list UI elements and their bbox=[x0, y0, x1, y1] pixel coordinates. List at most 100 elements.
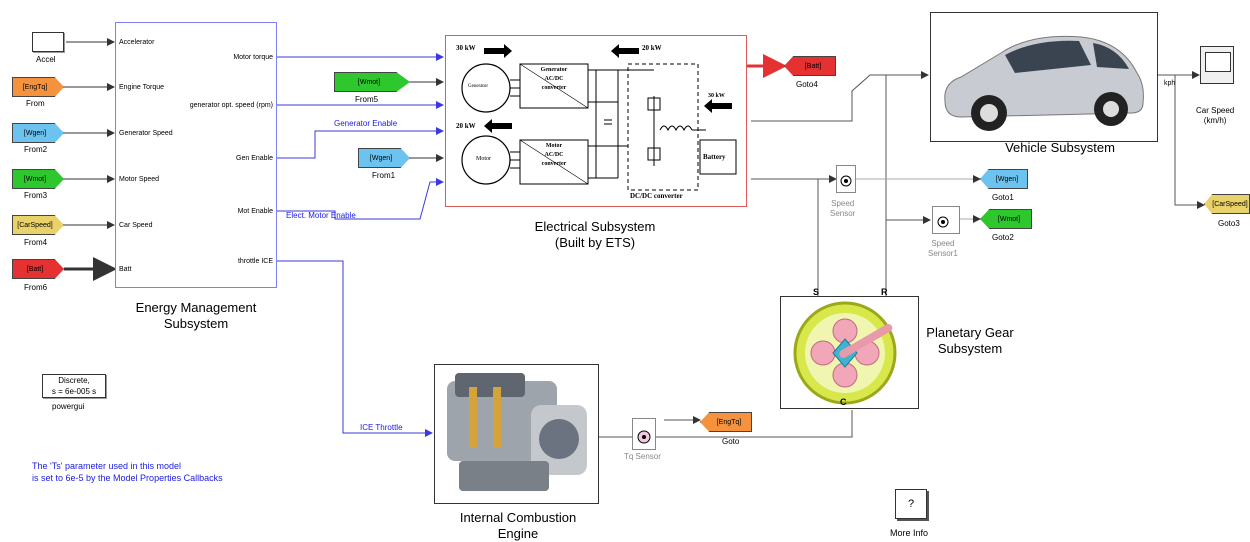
electrical-schematic bbox=[446, 36, 746, 206]
accel-block[interactable] bbox=[32, 32, 64, 52]
from-wmot-tag[interactable]: [Wmot] bbox=[12, 169, 64, 189]
speed-sensor1-label: Speed Sensor1 bbox=[928, 239, 958, 259]
elec-dcdc-label: DC/DC converter bbox=[630, 192, 683, 200]
goto2-label: Goto2 bbox=[992, 233, 1014, 242]
speed-sensor1-l1: Speed bbox=[928, 239, 958, 249]
scope-label-l2: (km/h) bbox=[1196, 116, 1234, 126]
powergui-label: powergui bbox=[52, 402, 84, 411]
ems-in-car-speed: Car Speed bbox=[119, 222, 152, 229]
ems-title-line2: Subsystem bbox=[116, 316, 276, 332]
ems-in-generator-speed: Generator Speed bbox=[119, 130, 173, 137]
from-batt-tag[interactable]: [Batt] bbox=[12, 259, 64, 279]
planetary-port-s: S bbox=[813, 287, 819, 297]
ts-note-line2: is set to 6e-5 by the Model Properties C… bbox=[32, 473, 223, 483]
ts-note-line1: The 'Ts' parameter used in this model bbox=[32, 461, 181, 471]
ems-in-batt: Batt bbox=[119, 266, 131, 273]
elec-battery-label: Battery bbox=[703, 153, 726, 161]
elec-30kw-left: 30 kW bbox=[456, 44, 476, 52]
from-wgen-tag[interactable]: [Wgen] bbox=[12, 123, 64, 143]
ems-output-wires bbox=[277, 57, 443, 433]
ems-out-throttle-ice: throttle ICE bbox=[238, 258, 273, 265]
goto1-wgen-tag[interactable]: [Wgen] bbox=[980, 169, 1028, 189]
elec-20kw-top: 20 kW bbox=[642, 44, 662, 52]
speed-sensor-label: Speed Sensor bbox=[830, 199, 855, 219]
goto3-carspeed-tag[interactable]: [CarSpeed] bbox=[1204, 194, 1250, 214]
planetary-title-l1: Planetary Gear bbox=[920, 325, 1020, 341]
gen-conv-l3: converter bbox=[532, 84, 576, 93]
elec-20kw-motor: 20 kW bbox=[456, 122, 476, 130]
planetary-gear-block[interactable] bbox=[780, 296, 919, 409]
from-engtq-label: From bbox=[26, 99, 45, 108]
ems-title-line1: Energy Management bbox=[116, 300, 276, 316]
more-info-button[interactable]: ? bbox=[895, 489, 927, 519]
ems-input-wires bbox=[64, 42, 114, 269]
goto-engtq-tag[interactable]: [EngTq] bbox=[700, 412, 752, 432]
from-carspeed-tag[interactable]: [CarSpeed] bbox=[12, 215, 64, 235]
vehicle-kph-port: kph bbox=[1164, 80, 1175, 87]
speed-sensor-block[interactable] bbox=[836, 165, 856, 193]
ice-block[interactable] bbox=[434, 364, 599, 504]
from1-label: From1 bbox=[372, 171, 395, 180]
ems-out-gen-enable: Gen Enable bbox=[236, 155, 273, 162]
elec-gen-converter: Generator AC/DC converter bbox=[532, 66, 576, 93]
electrical-subsystem-block[interactable]: 30 kW 20 kW 20 kW 30 kW Generator Genera… bbox=[445, 35, 747, 207]
ice-title-l1: Internal Combustion bbox=[418, 510, 618, 526]
speed-sensor-l2: Sensor bbox=[830, 209, 855, 219]
speed-sensor1-block[interactable] bbox=[932, 206, 960, 234]
gen-conv-l2: AC/DC bbox=[532, 75, 576, 84]
planetary-port-r: R bbox=[881, 287, 888, 297]
ice-throttle-signal-label: ICE Throttle bbox=[360, 423, 403, 432]
scope-label-l1: Car Speed bbox=[1196, 106, 1234, 116]
vehicle-title: Vehicle Subsystem bbox=[960, 140, 1160, 156]
powergui-line1: Discrete, bbox=[43, 375, 105, 386]
from1-wgen-tag[interactable]: [Wgen] bbox=[358, 148, 410, 168]
electrical-title: Electrical Subsystem (Built by ETS) bbox=[470, 219, 720, 251]
engine-image bbox=[435, 365, 598, 503]
elec-generator-label: Generator bbox=[468, 84, 488, 89]
gen-enable-signal-label: Generator Enable bbox=[334, 119, 397, 128]
elec-mot-converter: Motor AC/DC converter bbox=[532, 142, 576, 169]
goto4-batt-tag[interactable]: [Batt] bbox=[784, 56, 836, 76]
ice-title-l2: Engine bbox=[418, 526, 618, 542]
ems-in-engine-torque: Engine Torque bbox=[119, 84, 164, 91]
car-speed-scope[interactable] bbox=[1200, 46, 1234, 84]
electrical-title-line1: Electrical Subsystem bbox=[470, 219, 720, 235]
goto1-label: Goto1 bbox=[992, 193, 1014, 202]
scope-label: Car Speed (km/h) bbox=[1196, 106, 1234, 126]
from2-label: From2 bbox=[24, 145, 47, 154]
ems-title: Energy Management Subsystem bbox=[116, 300, 276, 332]
more-info-label: More Info bbox=[890, 528, 928, 538]
planetary-title: Planetary Gear Subsystem bbox=[920, 325, 1020, 357]
mot-conv-l1: Motor bbox=[532, 142, 576, 151]
ems-out-motor-torque: Motor torque bbox=[233, 54, 273, 61]
powergui-line2: s = 6e-005 s bbox=[43, 386, 105, 397]
mot-conv-l3: converter bbox=[532, 160, 576, 169]
from3-label: From3 bbox=[24, 191, 47, 200]
ems-in-motor-speed: Motor Speed bbox=[119, 176, 159, 183]
goto2-wmot-tag[interactable]: [Wmot] bbox=[980, 209, 1032, 229]
vehicle-subsystem-block[interactable] bbox=[930, 12, 1158, 142]
goto-label: Goto bbox=[722, 437, 739, 446]
energy-management-block[interactable]: Accelerator Engine Torque Generator Spee… bbox=[115, 22, 277, 288]
goto4-label: Goto4 bbox=[796, 80, 818, 89]
tq-sensor-block[interactable] bbox=[632, 418, 656, 450]
from5-label: From5 bbox=[355, 95, 378, 104]
tq-sensor-label: Tq Sensor bbox=[624, 452, 661, 461]
speed-sensor-l1: Speed bbox=[830, 199, 855, 209]
motor-enable-signal-label: Elect. Motor Enable bbox=[286, 211, 356, 220]
from5-wmot-tag[interactable]: [Wmot] bbox=[334, 72, 410, 92]
powergui-block[interactable]: Discrete, s = 6e-005 s bbox=[42, 374, 106, 398]
speed-sensor1-l2: Sensor1 bbox=[928, 249, 958, 259]
electrical-title-line2: (Built by ETS) bbox=[470, 235, 720, 251]
car-image bbox=[931, 13, 1157, 141]
gen-conv-l1: Generator bbox=[532, 66, 576, 75]
elec-30kw-right: 30 kW bbox=[708, 93, 725, 99]
planetary-title-l2: Subsystem bbox=[920, 341, 1020, 357]
planetary-port-c: C bbox=[840, 397, 847, 407]
mot-conv-l2: AC/DC bbox=[532, 151, 576, 160]
from4-label: From4 bbox=[24, 238, 47, 247]
ems-out-generator-opt-speed: generator opt. speed (rpm) bbox=[190, 102, 273, 109]
planetary-gear-image bbox=[781, 297, 918, 408]
elec-motor-label: Motor bbox=[476, 156, 491, 162]
from-engtq-tag[interactable]: [EngTq] bbox=[12, 77, 64, 97]
